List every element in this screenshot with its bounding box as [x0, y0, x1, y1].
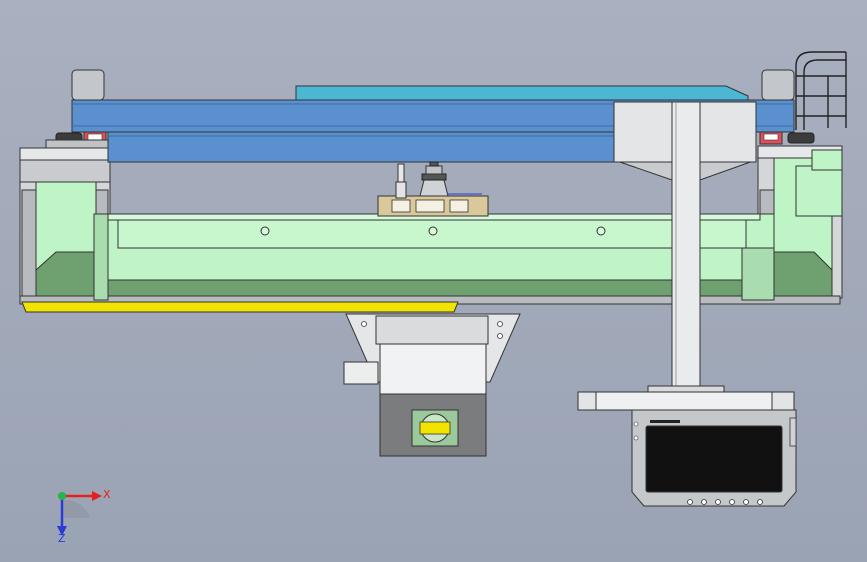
x-axis-label: X: [103, 488, 111, 501]
axis-triad: [57, 491, 102, 536]
vertical-column: [613, 101, 757, 395]
cyan-rail: [295, 85, 749, 103]
motor-gearbox: [343, 313, 521, 457]
control-panel: [577, 391, 797, 507]
spindle-assembly: [377, 161, 489, 217]
yellow-strip: [21, 301, 459, 313]
cable-chain: [795, 51, 847, 130]
main-frame: [19, 213, 841, 305]
z-axis-label: Z: [58, 532, 66, 545]
lower-blue-beam: [107, 131, 617, 163]
